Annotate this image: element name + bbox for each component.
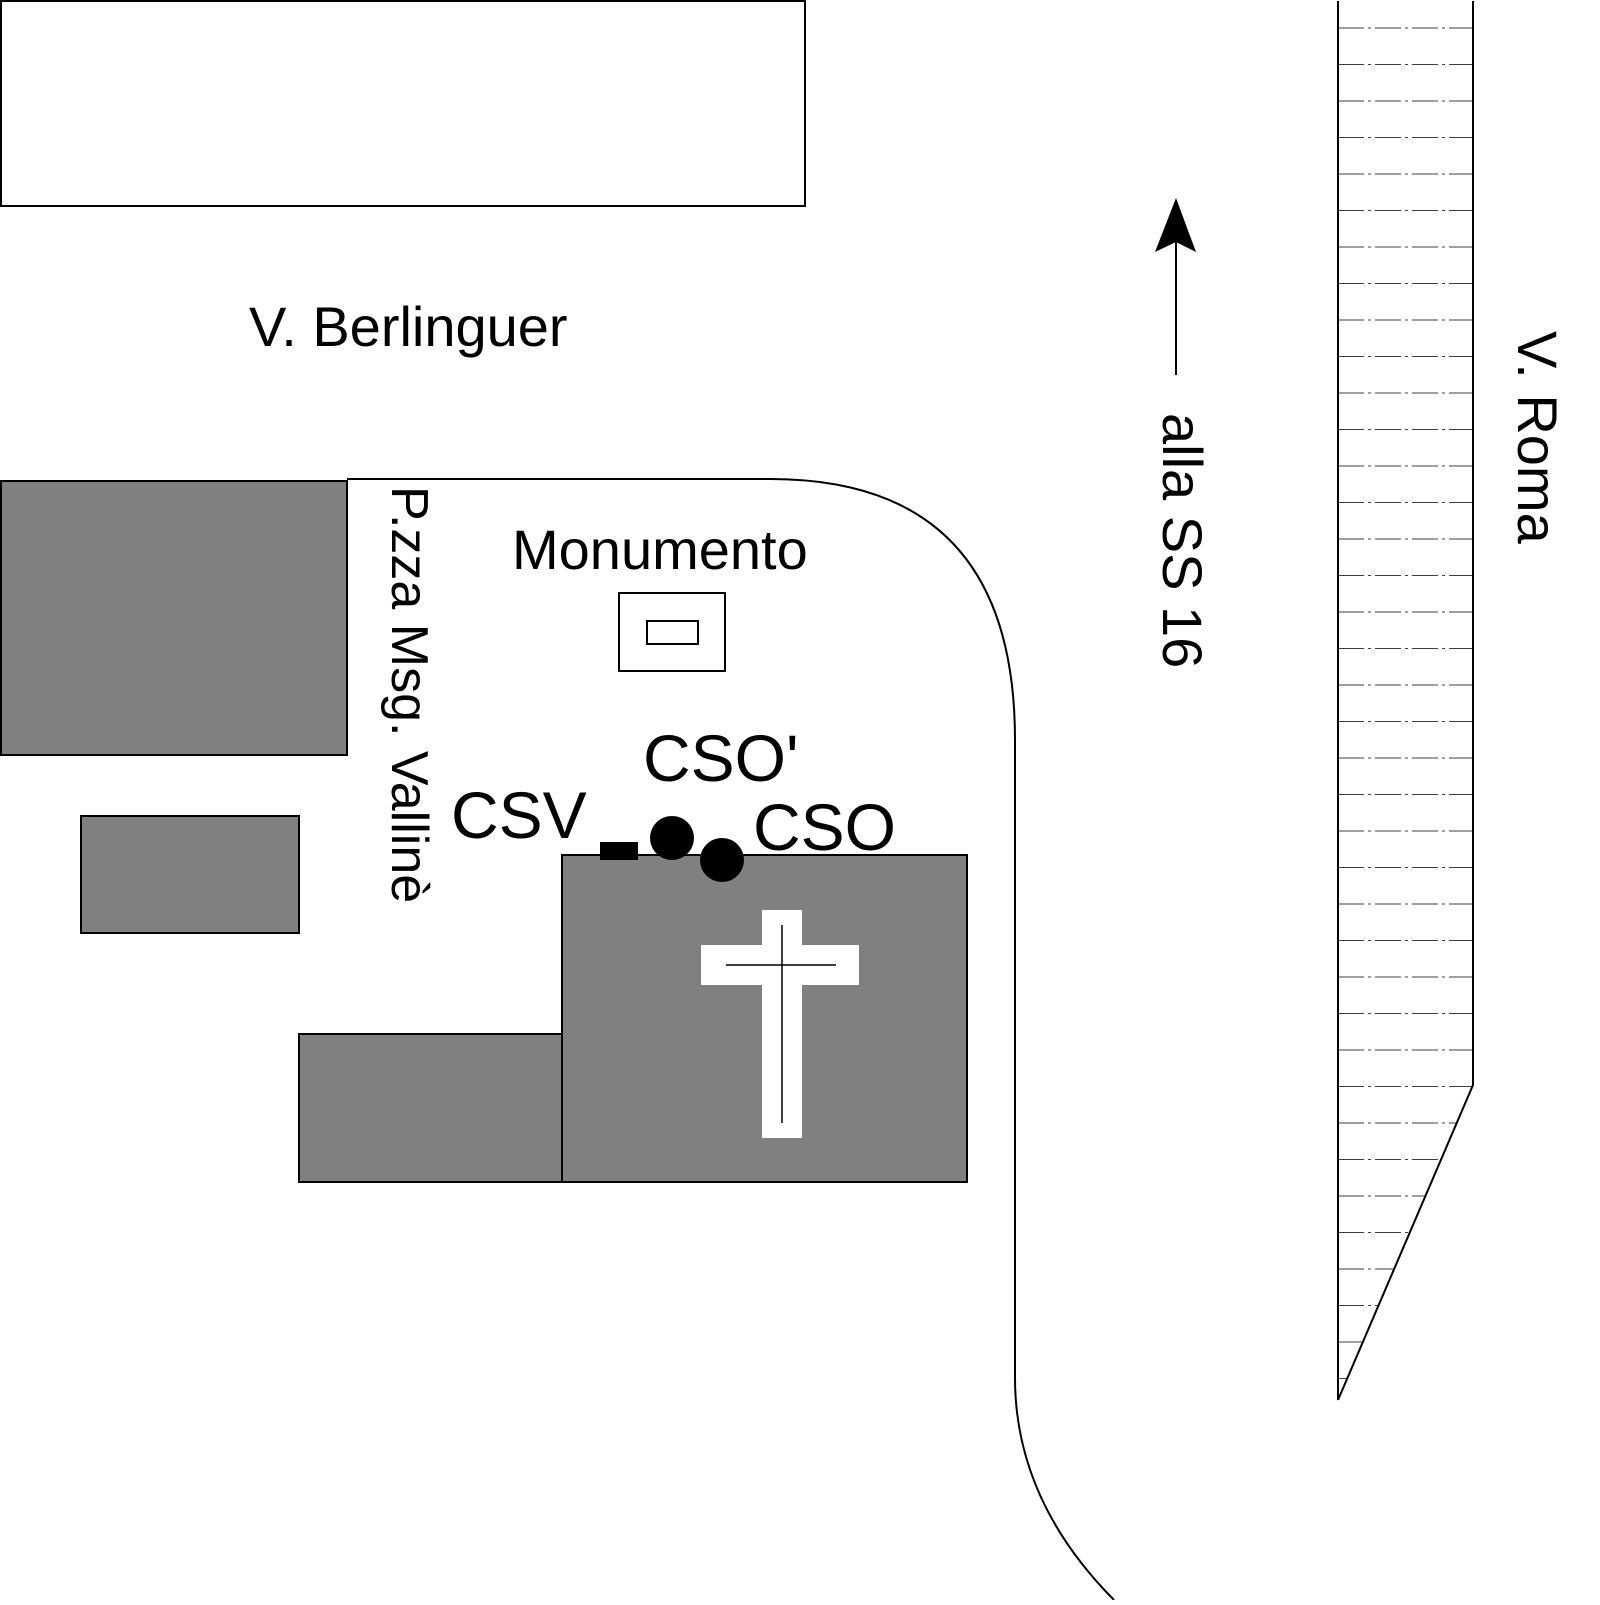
piazza-label: P.zza Msg. Vallinè (380, 486, 438, 903)
building-left-small (80, 815, 300, 934)
csv-label: CSV (451, 778, 587, 852)
road-curve (347, 478, 1115, 1601)
street-roma-label: V. Roma (1506, 331, 1569, 545)
direction-label: alla SS 16 (1151, 413, 1214, 668)
street-berlinguer-label: V. Berlinguer (249, 295, 568, 358)
roma-strip (1337, 1, 1474, 1401)
building-left-upper (0, 480, 348, 756)
monument-inner (646, 620, 699, 645)
building-lower-left (298, 1033, 563, 1183)
monument-icon (618, 592, 726, 672)
cso-prime-marker (650, 816, 694, 860)
csv-marker (600, 842, 638, 860)
cross-icon (701, 910, 859, 1138)
roma-strip-outline (1337, 1, 1474, 1401)
monumento-label: Monumento (512, 518, 808, 581)
cso-label: CSO (753, 790, 896, 864)
arrow-head (1155, 198, 1196, 252)
cso-prime-label: CSO' (643, 721, 799, 795)
building-top-outline (0, 0, 806, 207)
arrow-up-icon (1155, 198, 1196, 375)
cso-marker (700, 838, 744, 882)
